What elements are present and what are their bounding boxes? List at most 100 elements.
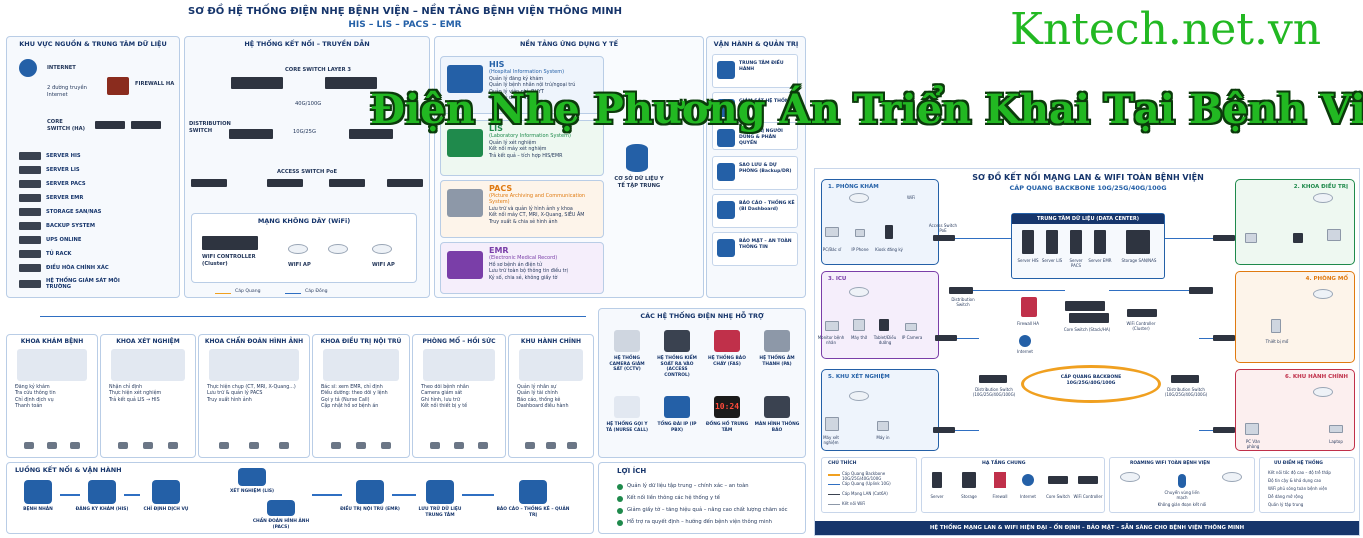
dist2-label: Distribution Switch (10G/25G/40G/100G)	[1164, 387, 1208, 397]
surgery-device-icon	[1271, 319, 1281, 333]
ip-camera-icon	[905, 323, 917, 331]
kiosk-icon	[885, 225, 893, 239]
camera-icon	[614, 330, 640, 352]
pacs-icon	[447, 189, 483, 217]
dept-chan-doan: KHOA CHẨN ĐOÁN HÌNH ẢNH Thực hiện chụp (…	[198, 334, 310, 458]
report-chart-icon	[519, 480, 547, 504]
speed-label-2: 10G/25G	[293, 129, 316, 135]
flow-arrow	[60, 494, 80, 496]
nurse-call-icon	[614, 396, 640, 418]
internet-label: Internet	[1017, 349, 1033, 354]
source-title: KHU VỰC NGUỒN & TRUNG TÂM DỮ LIỆU	[19, 40, 167, 48]
overlay-heading: Điện Nhẹ Phương Án Triển Khai Tại Bệnh V…	[370, 86, 1363, 133]
zone-phong-kham: 1. PHÒNG KHÁM	[821, 179, 939, 265]
equip-title: HẠ TẦNG CHUNG	[982, 461, 1026, 466]
camera-label: IP Camera	[901, 335, 923, 340]
register-icon	[88, 480, 116, 504]
adv-box: ƯU ĐIỂM HỆ THỐNG Kết nối tốc độ cao – độ…	[1259, 457, 1355, 513]
access-switch-icon-2	[267, 179, 303, 187]
flow-step: LƯU TRỮ DỮ LIỆU TRUNG TÂM	[410, 480, 470, 518]
access-switch-icon	[191, 179, 227, 187]
core-l3-label: CORE SWITCH LAYER 3	[285, 67, 351, 73]
ops-item: TRUNG TÂM ĐIỀU HÀNH	[712, 54, 798, 88]
database-icon	[426, 480, 454, 504]
lab-icon	[111, 349, 185, 381]
ops-item: QUẢN TRỊ NGƯỜI DÙNG & PHÂN QUYỀN	[712, 122, 798, 150]
dist-label: DISTRIBUTION SWITCH	[189, 121, 231, 134]
left-diagram: SƠ ĐỒ HỆ THỐNG ĐIỆN NHẸ BỆNH VIỆN – NỀN …	[6, 6, 806, 534]
ops-title: VẬN HÀNH & QUẢN TRỊ	[713, 40, 799, 48]
wifi-ap-icon	[1313, 289, 1333, 299]
server-item: BACKUP SYSTEM	[19, 221, 167, 231]
access-label: Access Switch PoE	[928, 223, 958, 233]
lis-card: LIS (Laboratory Information System) Quản…	[440, 120, 604, 176]
phone-label: IP Phone	[851, 247, 869, 252]
flow-title: LUỒNG KẾT NỐI & VẬN HÀNH	[15, 466, 122, 474]
access-switch-icon	[1213, 335, 1235, 341]
device-icons	[111, 439, 185, 451]
legend-line	[828, 504, 840, 505]
dist-switch-icon	[1189, 287, 1213, 294]
access-label: ACCESS SWITCH PoE	[277, 169, 338, 175]
tablet-label: Tablet/Điều dưỡng	[873, 335, 897, 345]
hospital-bed-icon	[356, 480, 384, 504]
lan-footer: HỆ THỐNG MẠNG LAN & WIFI HIỆN ĐẠI – ỔN Đ…	[815, 521, 1359, 535]
benefits-panel: LỢI ÍCH Quản lý dữ liệu tập trung – chín…	[598, 462, 806, 534]
speaker-icon	[764, 330, 790, 352]
benefit-item: Hỗ trợ ra quyết định – hướng đến bệnh vi…	[627, 519, 772, 525]
server-item: TỦ RACK	[19, 249, 167, 259]
xray-icon	[267, 500, 295, 516]
internet-label: INTERNET	[47, 65, 76, 71]
uplink-line	[1199, 338, 1213, 339]
legend-line	[828, 484, 840, 485]
legend-line	[828, 494, 840, 495]
db-label: CƠ SỞ DỮ LIỆU Y TẾ TẬP TRUNG	[614, 176, 664, 189]
ap-label-2: WIFI AP	[372, 262, 395, 268]
kiosk-label: Kiosk đăng ký	[875, 247, 903, 252]
device-icons	[323, 439, 399, 451]
legend-box: CHÚ THÍCH Cáp Quang Backbone 10G/25G/40G…	[821, 457, 917, 513]
network-panel: HỆ THỐNG KẾT NỐI – TRUYỀN DẪN CORE SWITC…	[184, 36, 430, 298]
firewall-label: Firewall HA	[1016, 321, 1040, 326]
office-pc-label: PC Văn phòng	[1245, 439, 1261, 449]
keypad-icon	[664, 330, 690, 352]
server-icon	[932, 472, 942, 488]
uplink-line	[973, 290, 1065, 291]
network-title: HỆ THỐNG KẾT NỐI – TRUYỀN DẪN	[244, 40, 370, 48]
flow-panel: LUỒNG KẾT NỐI & VẬN HÀNH	[6, 462, 594, 534]
dist-switch-icon	[979, 375, 1007, 383]
core-l3-switch-icon	[231, 77, 283, 89]
access-switch-icon-3	[329, 179, 365, 187]
wifi-ap-icon	[849, 287, 869, 297]
server-icon	[1022, 230, 1034, 254]
flow-step: BÁO CÁO – THỐNG KÊ – QUẢN TRỊ	[496, 480, 570, 518]
printer-icon	[877, 421, 889, 431]
core-switch-icon	[1065, 301, 1105, 311]
server-icon	[1070, 230, 1082, 254]
bed-icon	[323, 349, 399, 381]
dist1-label: Distribution Switch (10G/25G/40G/100G)	[972, 387, 1016, 397]
office-icon	[519, 349, 583, 381]
globe-icon	[1019, 335, 1031, 347]
ip-phone-icon	[1293, 233, 1303, 243]
backbone-label: CÁP QUANG BACKBONE 10G/25G/40G/100G	[1060, 375, 1122, 386]
speed-label-1: 40G/100G	[295, 101, 322, 107]
pc-icon	[825, 227, 839, 237]
core-label: CORE SWITCH (HA)	[47, 119, 85, 132]
phone-icon	[664, 396, 690, 418]
pc-label: PC/Bác sĩ	[822, 247, 842, 252]
source-panel: KHU VỰC NGUỒN & TRUNG TÂM DỮ LIỆU INTERN…	[6, 36, 180, 298]
cctv-item: HỆ THỐNG CAMERA GIÁM SÁT (CCTV)	[604, 328, 650, 380]
emr-card: EMR (Electronic Medical Record) Hồ sơ bệ…	[440, 242, 604, 294]
pbx-item: TỔNG ĐÀI IP (IP PBX)	[654, 394, 700, 446]
core-l3-switch-icon-2	[325, 77, 377, 89]
clock-icon: 10:24	[714, 396, 740, 418]
zone-khoa-dieu-tri: 2. KHOA ĐIỀU TRỊ	[1235, 179, 1355, 265]
roam-title: ROAMING WIFI TOÀN BỆNH VIỆN	[1130, 461, 1210, 466]
check-icon	[617, 508, 623, 514]
wifi-ap-icon	[849, 391, 869, 401]
support-title: CÁC HỆ THỐNG ĐIỆN NHẸ HỖ TRỢ	[640, 312, 764, 320]
surgery-label: Thiết bị mổ	[1265, 339, 1289, 344]
ops-item: GIÁM SÁT HỆ THỐNG	[712, 92, 798, 126]
flow-arrow	[312, 494, 342, 496]
